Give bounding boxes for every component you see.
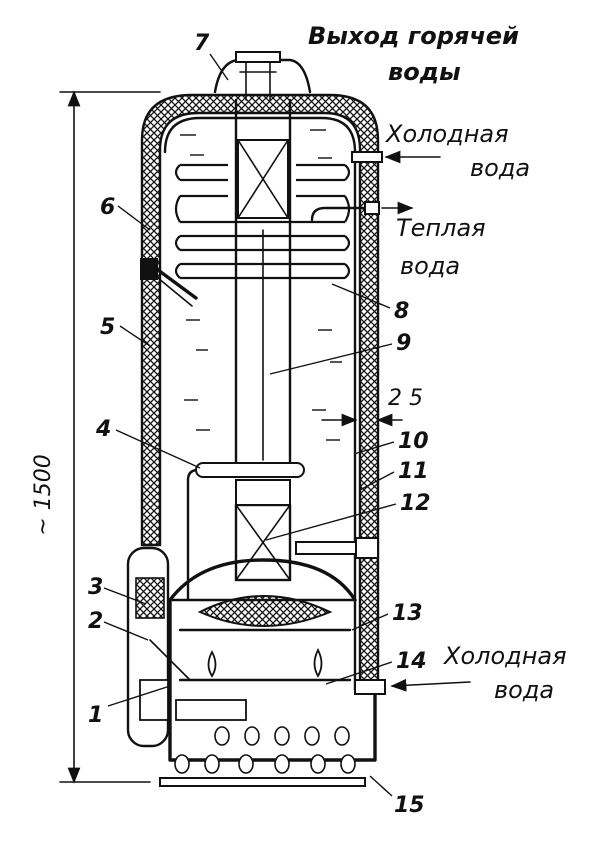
inner-tank-wall — [163, 116, 357, 692]
cold-water-bottom-label-2: вода — [494, 676, 554, 704]
flue-pipe — [234, 98, 292, 472]
callout-14: 14 — [396, 649, 427, 674]
callout-5: 5 — [100, 315, 115, 340]
callout-8: 8 — [394, 299, 409, 324]
cold-water-bottom-label: Холодная — [442, 642, 567, 670]
cold-water-inlet-top — [351, 150, 441, 164]
warm-water-label: Теплая — [396, 214, 486, 242]
water-marks — [180, 129, 342, 441]
base-plate — [159, 777, 366, 787]
callout-3: 3 — [88, 575, 103, 600]
callout-9: 9 — [396, 331, 411, 356]
callout-15: 15 — [394, 793, 425, 818]
callout-12: 12 — [400, 491, 431, 516]
height-dimension — [59, 90, 161, 784]
combustion-dome — [168, 558, 357, 627]
side-nozzle — [295, 537, 379, 559]
lower-flue-box — [234, 479, 292, 582]
hot-water-out-label: Выход горячей — [308, 22, 519, 50]
height-dimension-label: ~ 1500 — [31, 454, 56, 535]
callout-10: 10 — [398, 429, 429, 454]
cold-water-top-label: Холодная — [384, 120, 509, 148]
hot-water-outlet — [213, 51, 312, 101]
lower-housing — [168, 598, 377, 762]
callout-13: 13 — [392, 601, 423, 626]
cold-water-top-label-2: вода — [470, 154, 530, 182]
callout-4: 4 — [95, 417, 111, 442]
callout-6: 6 — [100, 195, 115, 220]
wall-thickness-label: 2 5 — [388, 386, 423, 411]
hot-water-out-label-2: воды — [388, 58, 461, 86]
burner-flames — [207, 647, 323, 678]
burner-row — [174, 726, 356, 774]
callout-numbers: 1 2 3 4 5 6 7 8 9 10 11 12 13 14 15 — [88, 31, 431, 818]
cold-water-inlet-bottom — [354, 678, 471, 695]
callout-2: 2 — [88, 609, 103, 634]
callout-11: 11 — [398, 459, 429, 484]
side-fitting — [140, 258, 198, 307]
warm-water-outlet — [310, 201, 414, 222]
callout-1: 1 — [88, 703, 103, 728]
warm-water-label-2: вода — [400, 252, 460, 280]
callout-7: 7 — [194, 31, 210, 56]
callout-leaders — [103, 53, 397, 797]
